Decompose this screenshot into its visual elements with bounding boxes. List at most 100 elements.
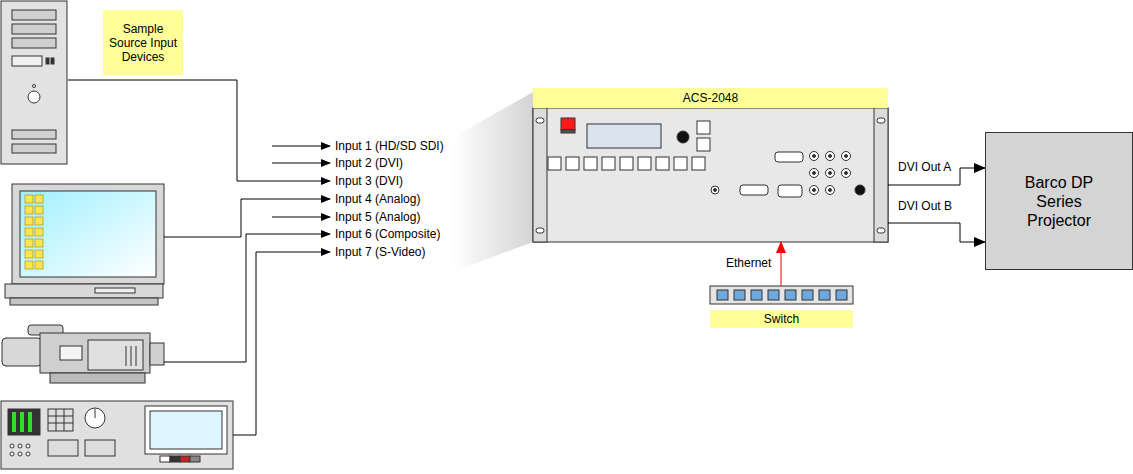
- rack-equipment-part: [64, 409, 65, 431]
- switcher-device-part: [697, 121, 710, 134]
- switcher-device-part: [584, 157, 597, 170]
- rack-equipment-part: [26, 452, 30, 456]
- input-wire: [68, 80, 330, 435]
- network-switch-part: [802, 290, 813, 300]
- switcher-device-part: [813, 189, 816, 192]
- camcorder: [2, 325, 164, 383]
- rack-equipment-part: [18, 452, 22, 456]
- monitor-part: [20, 191, 156, 277]
- switcher-device-part: [692, 157, 705, 170]
- rack-equipment-part: [170, 456, 180, 462]
- switcher-device-part: [826, 169, 835, 178]
- monitor-part: [35, 228, 43, 236]
- pc-tower-part: [46, 58, 49, 64]
- rack-equipment-part: [160, 456, 170, 462]
- switcher-device-part: [740, 185, 768, 195]
- pc-tower-part: [12, 144, 56, 153]
- monitor-part: [25, 195, 43, 269]
- switcher-device-part: [810, 186, 819, 195]
- switcher-device-part: [536, 118, 544, 123]
- rack-equipment-part: [145, 406, 227, 454]
- edge-label: DVI Out A: [896, 160, 953, 174]
- camcorder-part: [2, 338, 42, 366]
- network-switch-part: [819, 290, 830, 300]
- rack-equipment-part: [26, 444, 30, 448]
- switcher-device-part: [714, 189, 717, 192]
- switcher-device-part: [829, 172, 832, 175]
- rack-equipment-part: [190, 456, 200, 462]
- switcher-device-part: [842, 152, 851, 161]
- network-switch: [710, 286, 853, 304]
- switcher-device-part: [810, 152, 851, 195]
- connector: [888, 223, 985, 242]
- node-text: Switch: [714, 312, 849, 326]
- pc-tower-part: [12, 56, 42, 66]
- camcorder-part: [150, 343, 164, 365]
- monitor-part: [12, 184, 164, 284]
- input-label: Input 6 (Composite): [335, 227, 440, 241]
- pc-tower-part: [28, 91, 40, 103]
- switcher-device-part: [561, 130, 575, 133]
- switcher-device-part: [842, 169, 851, 178]
- switcher-device-part: [561, 118, 575, 130]
- rack-equipment-part: [150, 411, 222, 449]
- projector-box: Barco DP Series Projector: [985, 132, 1133, 270]
- monitor-part: [25, 217, 33, 225]
- pc-tower-part: [51, 58, 54, 64]
- camcorder-part: [131, 346, 132, 366]
- text-holder: Switch: [710, 310, 853, 328]
- network-switch-part: [734, 290, 745, 300]
- rack-equipment-part: [28, 412, 32, 432]
- node-text: ACS-2048: [537, 91, 884, 105]
- monitor-part: [35, 206, 43, 214]
- pc-tower-part: [1, 1, 67, 164]
- switcher-device-part: [566, 157, 579, 170]
- rack-equipment-part: [10, 452, 14, 456]
- monitor-part: [10, 298, 158, 305]
- node-text: Barco DP Series Projector: [1006, 173, 1112, 230]
- switcher-device-part: [656, 157, 669, 170]
- monitor-part: [5, 284, 163, 298]
- switch-label: Switch: [710, 286, 853, 328]
- text-holder: Sample Source Input Devices: [107, 22, 179, 64]
- network-switch-part: [717, 290, 847, 300]
- switcher-device-part: [810, 152, 819, 161]
- pc-tower-part: [12, 24, 56, 34]
- monitor-part: [35, 195, 43, 203]
- monitor-part: [35, 239, 43, 247]
- switcher-device-part: [826, 186, 835, 195]
- rack-equipment: [1, 401, 233, 469]
- network-switch-part: [751, 290, 762, 300]
- switcher-device-part: [845, 155, 848, 158]
- rack-equipment-part: [10, 444, 14, 448]
- network-switch-part: [710, 286, 853, 304]
- switcher-device-part: [533, 108, 547, 242]
- caption-box: Sample Source Input Devices: [103, 10, 183, 75]
- switcher-device-part: [813, 172, 816, 175]
- switcher-device-part: [587, 124, 661, 148]
- rack-equipment-part: [20, 412, 24, 432]
- edge-label: DVI Out B: [896, 199, 954, 213]
- rack-equipment-part: [48, 440, 78, 456]
- switcher-device-part: [778, 185, 802, 197]
- switcher-device-part: [677, 131, 689, 143]
- switcher-device: [533, 108, 888, 242]
- switcher-device-part: [877, 228, 885, 233]
- input-label: Input 2 (DVI): [335, 156, 403, 170]
- monitor: [5, 184, 164, 305]
- rack-equipment-part: [56, 409, 57, 431]
- input-wire-part: [233, 252, 330, 435]
- input-wire-part: [68, 80, 330, 181]
- node-text: Sample Source Input Devices: [107, 22, 179, 64]
- monitor-part: [25, 261, 33, 269]
- switcher-device-part: [602, 157, 615, 170]
- monitor-part: [25, 250, 33, 258]
- camcorder-part: [126, 346, 127, 366]
- monitor-part: [35, 250, 43, 258]
- switcher-device-part: [810, 169, 819, 178]
- input-label: Input 3 (DVI): [335, 174, 403, 188]
- rack-equipment-part: [18, 444, 22, 448]
- input-label: Input 1 (HD/SD SDI): [335, 139, 444, 153]
- input-wire-part: [272, 163, 330, 164]
- rack-equipment-part: [85, 440, 115, 456]
